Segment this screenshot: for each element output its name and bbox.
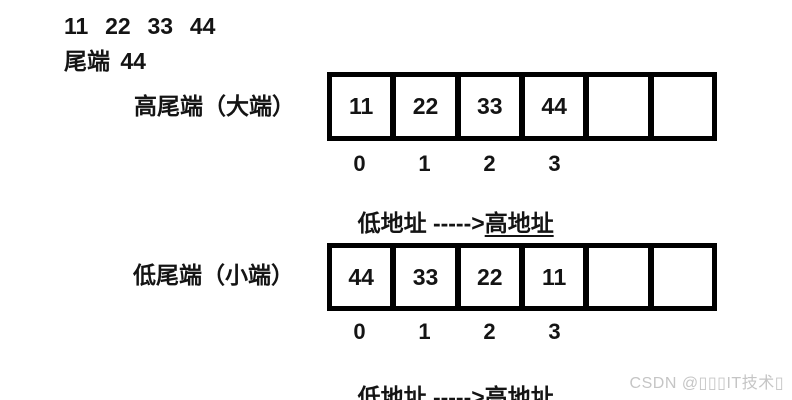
little-endian-label: 低尾端（小端） xyxy=(133,262,294,288)
index-spacer xyxy=(587,151,652,177)
index-label: 0 xyxy=(353,319,366,344)
index-label: 2 xyxy=(483,319,496,344)
memory-cell: 33 xyxy=(454,77,519,136)
high-address-label: 高地址 xyxy=(484,210,554,236)
big-endian-memory-array: 11 22 33 44 xyxy=(327,72,717,141)
memory-cell-empty xyxy=(647,77,712,136)
high-address-label: 高地址 xyxy=(484,384,554,400)
index-spacer xyxy=(652,151,717,177)
index-label: 0 xyxy=(353,151,366,176)
index-label: 3 xyxy=(548,151,561,176)
memory-cell: 22 xyxy=(454,248,519,306)
memory-cell: 44 xyxy=(518,77,584,136)
address-arrow: -----> xyxy=(426,384,485,400)
tail-byte-note: 尾端 44 xyxy=(64,48,146,74)
memory-cell: 11 xyxy=(332,77,391,136)
index-label: 2 xyxy=(483,151,496,176)
csdn-watermark: CSDN @▯▯▯IT技术▯ xyxy=(629,375,784,392)
memory-cell-empty xyxy=(583,248,648,306)
little-endian-index-row: 0 1 2 3 xyxy=(327,319,717,345)
memory-cell: 33 xyxy=(390,248,455,306)
index-label: 1 xyxy=(418,319,431,344)
big-endian-index-row: 0 1 2 3 xyxy=(327,151,717,177)
index-spacer xyxy=(652,319,717,345)
memory-cell-empty xyxy=(647,248,712,306)
little-endian-address-direction: 低地址 ----->高地址 xyxy=(332,351,554,400)
low-address-label: 低地址 xyxy=(357,210,427,236)
index-label: 1 xyxy=(418,151,431,176)
little-endian-memory-array: 44 33 22 11 xyxy=(327,243,717,311)
memory-cell: 11 xyxy=(518,248,584,306)
big-endian-address-direction: 低地址 ----->高地址 xyxy=(332,177,554,265)
memory-cell: 44 xyxy=(332,248,391,306)
memory-cell-empty xyxy=(583,77,648,136)
memory-cell: 22 xyxy=(390,77,455,136)
index-label: 3 xyxy=(548,319,561,344)
big-endian-label: 高尾端（大端） xyxy=(134,93,295,119)
index-spacer xyxy=(587,319,652,345)
address-arrow: -----> xyxy=(426,210,485,236)
byte-sequence-text: 11 22 33 44 xyxy=(64,13,216,39)
low-address-label: 低地址 xyxy=(357,384,427,400)
